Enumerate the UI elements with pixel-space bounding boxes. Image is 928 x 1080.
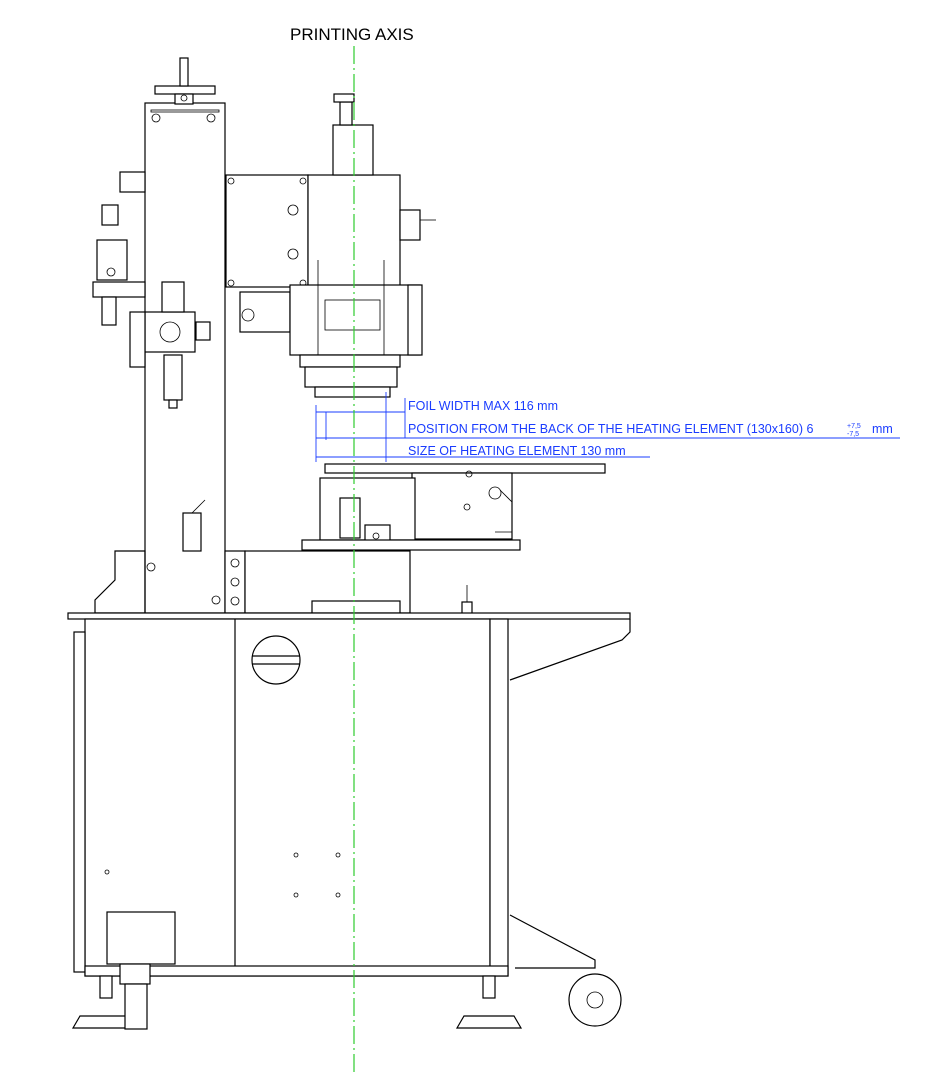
print-table	[301, 463, 606, 551]
leveling-feet	[71, 975, 523, 1029]
front-caster	[106, 911, 176, 1030]
position-tol-upper: +7,5	[847, 423, 861, 430]
position-text: POSITION FROM THE BACK OF THE HEATING EL…	[408, 422, 813, 436]
printing-axis-title: PRINTING AXIS	[290, 25, 414, 44]
position-unit: mm	[872, 422, 893, 436]
foil-width-label: FOIL WIDTH MAX 116 mm	[408, 399, 558, 413]
pneumatic-valves	[92, 171, 211, 409]
head-cylinder	[332, 93, 374, 176]
handwheel	[154, 57, 216, 105]
head-housing	[225, 174, 436, 288]
dimension-lines	[315, 392, 900, 462]
table-pin	[461, 585, 473, 615]
heating-size-label: SIZE OF HEATING ELEMENT 130 mm	[408, 444, 626, 458]
position-label: POSITION FROM THE BACK OF THE HEATING EL…	[408, 422, 813, 436]
column-foot	[94, 550, 146, 614]
position-tol-lower: -7,5	[847, 431, 859, 438]
rear-caster	[509, 914, 622, 1027]
base-plate	[311, 600, 401, 614]
column-switch	[182, 499, 206, 552]
foil-mechanism	[239, 260, 423, 398]
